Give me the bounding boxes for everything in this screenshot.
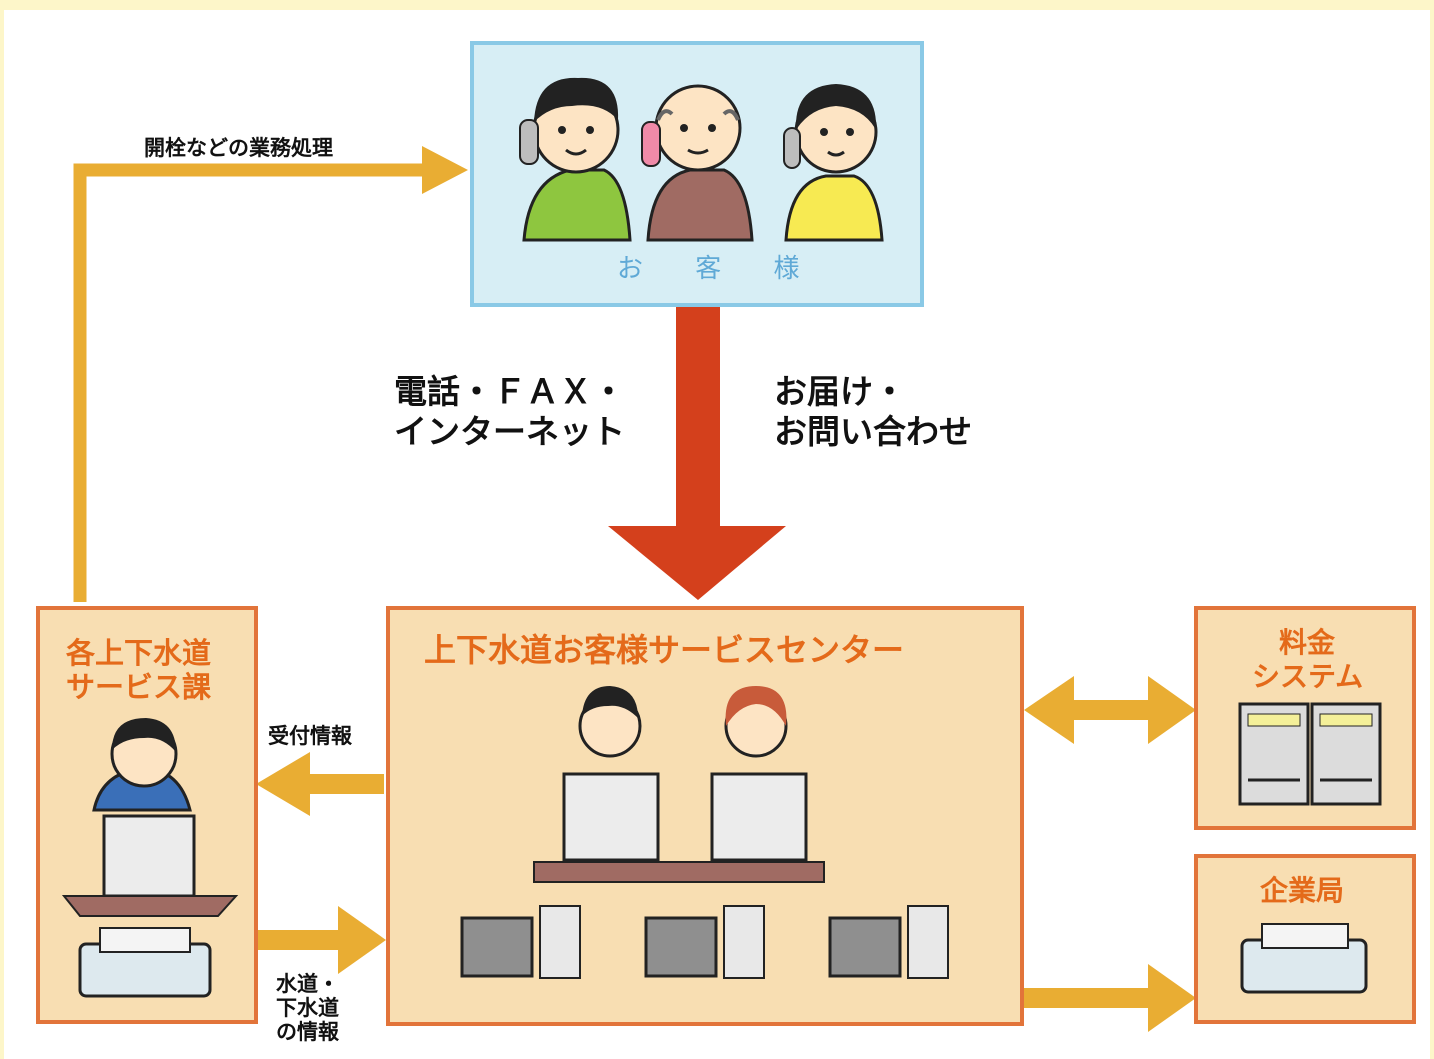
- channel-label-line2: インターネット: [394, 412, 625, 451]
- billing-title-line2: システム: [1252, 660, 1364, 693]
- bureau-box: [1194, 854, 1416, 1024]
- double-arrow-billing: [1024, 676, 1196, 744]
- request-label-line1: お届け・: [774, 372, 906, 411]
- customer-man-phone-icon: [519, 77, 632, 242]
- water-info-label-line1: 水道・: [276, 972, 339, 996]
- customers-box: [470, 41, 924, 307]
- reception-info-label: 受付情報: [268, 724, 352, 748]
- channel-label-line1: 電話・ＦＡＸ・: [394, 372, 625, 411]
- request-label-line2: お問い合わせ: [774, 412, 972, 451]
- bureau-title: 企業局: [1260, 874, 1345, 907]
- loop-arrow-to-customers: [73, 146, 468, 602]
- computers-icon: [460, 905, 949, 979]
- bureau-fax-icon: [1240, 923, 1368, 994]
- water-info-label-line2: 下水道: [276, 996, 339, 1020]
- operator-headset-icon: [61, 718, 239, 917]
- arrow-to-bureau: [1022, 964, 1196, 1032]
- fax-machine-icon: [78, 927, 212, 998]
- center-box-title: 上下水道お客様サービスセンター: [424, 631, 905, 669]
- arrow-to-service-center: [258, 906, 386, 974]
- customer-woman-phone-icon: [783, 84, 884, 242]
- top-arrow-label: 開栓などの業務処理: [144, 136, 333, 160]
- billing-system-box: [1194, 606, 1416, 830]
- server-icon: [1238, 702, 1382, 806]
- customer-elder-phone-icon: [641, 84, 754, 242]
- main-red-arrow: [608, 306, 786, 600]
- water-info-label-line3: の情報: [276, 1020, 339, 1044]
- operators-desk-icon: [533, 686, 825, 883]
- left-box-title-line1: 各上下水道: [66, 636, 212, 670]
- customers-label: お 客 様: [617, 254, 822, 284]
- arrow-to-service-section: [256, 752, 384, 816]
- left-box-title-line2: サービス課: [66, 670, 212, 704]
- billing-title-line1: 料金: [1279, 626, 1336, 659]
- service-center-box: [386, 606, 1024, 1026]
- left-service-box: [36, 606, 258, 1024]
